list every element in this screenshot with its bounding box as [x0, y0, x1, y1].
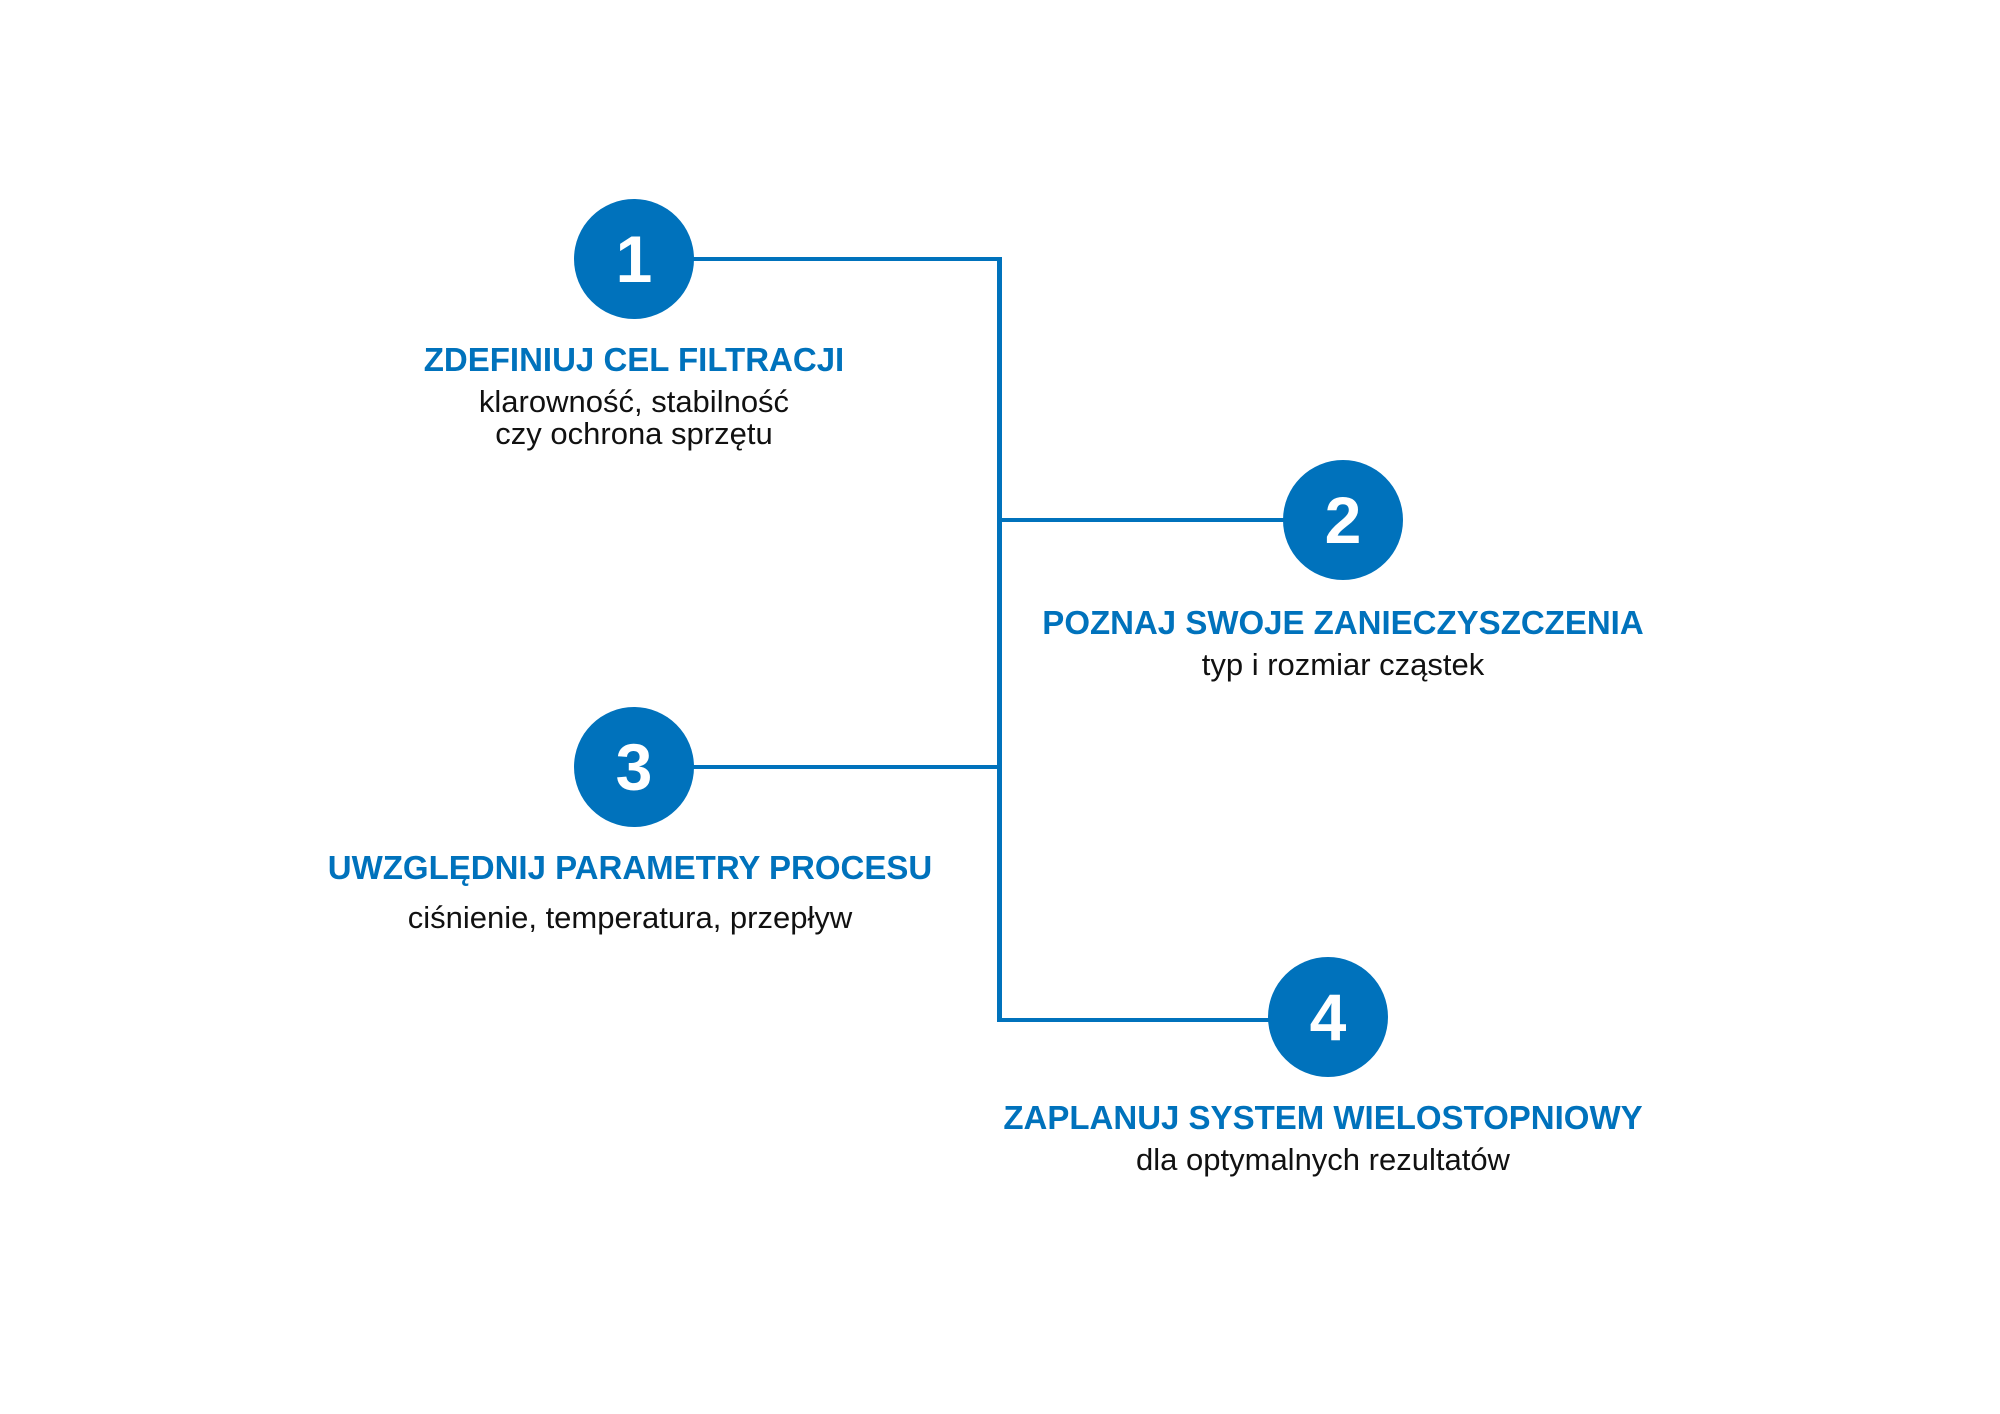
- step-2-number-badge: 2: [1283, 460, 1403, 580]
- step-2-description: typ i rozmiar cząstek: [1201, 647, 1485, 682]
- step-1-description-line-1: klarowność, stabilność: [478, 384, 790, 419]
- step-4-text: ZAPLANUJ SYSTEM WIELOSTOPNIOWY dla optym…: [1003, 1098, 1642, 1176]
- connector-step-3: [690, 765, 1000, 769]
- connector-step-4: [1000, 1018, 1275, 1022]
- vertical-connector: [997, 257, 1002, 1022]
- step-3-title: UWZGLĘDNIJ PARAMETRY PROCESU: [327, 849, 933, 886]
- step-1-text: ZDEFINIUJ CEL FILTRACJI klarowność, stab…: [424, 340, 844, 450]
- step-3-number-badge: 3: [574, 707, 694, 827]
- step-1-description-line-2: czy ochrona sprzętu: [495, 416, 773, 451]
- step-3-description: ciśnienie, temperatura, przepływ: [407, 900, 853, 935]
- step-4-title: ZAPLANUJ SYSTEM WIELOSTOPNIOWY: [1003, 1099, 1643, 1136]
- step-3-text: UWZGLĘDNIJ PARAMETRY PROCESU ciśnienie, …: [328, 848, 932, 934]
- step-2-title: POZNAJ SWOJE ZANIECZYSZCZENIA: [1042, 604, 1644, 641]
- connector-step-2: [1000, 518, 1290, 522]
- step-1-number-badge: 1: [574, 199, 694, 319]
- connector-step-1: [690, 257, 1000, 261]
- step-4-description: dla optymalnych rezultatów: [1136, 1142, 1510, 1177]
- step-4-number-badge: 4: [1268, 957, 1388, 1077]
- step-2-text: POZNAJ SWOJE ZANIECZYSZCZENIA typ i rozm…: [1042, 603, 1643, 681]
- step-1-title: ZDEFINIUJ CEL FILTRACJI: [423, 341, 845, 378]
